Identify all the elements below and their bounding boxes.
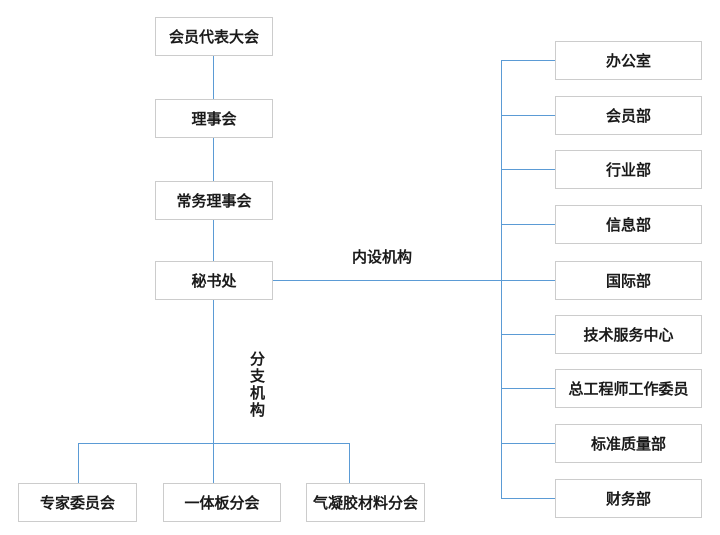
node-council: 理事会 [155, 99, 273, 138]
connector-dept-finance [501, 498, 555, 499]
connector-dept-tech-service [501, 334, 555, 335]
connector-secretariat-departments [273, 280, 555, 281]
connector-dept-membership [501, 115, 555, 116]
node-branch-expert-committee: 专家委员会 [18, 483, 137, 522]
node-dept-finance: 财务部 [555, 479, 702, 518]
node-dept-office: 办公室 [555, 41, 702, 80]
node-dept-membership: 会员部 [555, 96, 702, 135]
label-branch-organizations: 分支机构 [248, 351, 265, 419]
connector-standing-secretariat [213, 220, 214, 261]
connector-dept-office [501, 60, 555, 61]
departments-trunk-line [501, 60, 502, 499]
connector-branch-aerogel [349, 443, 350, 483]
node-standing-council: 常务理事会 [155, 181, 273, 220]
node-dept-industry: 行业部 [555, 150, 702, 189]
node-dept-information: 信息部 [555, 205, 702, 244]
connector-council-standing [213, 138, 214, 181]
node-dept-tech-service: 技术服务中心 [555, 315, 702, 354]
connector-dept-chief-engineer [501, 388, 555, 389]
connector-dept-industry [501, 169, 555, 170]
branches-horizontal-line [78, 443, 350, 444]
connector-secretariat-branches [213, 300, 214, 443]
node-member-congress: 会员代表大会 [155, 17, 273, 56]
node-dept-standards: 标准质量部 [555, 424, 702, 463]
node-dept-international: 国际部 [555, 261, 702, 300]
connector-dept-information [501, 224, 555, 225]
connector-branch-expert [78, 443, 79, 483]
node-secretariat: 秘书处 [155, 261, 273, 300]
connector-dept-standards [501, 443, 555, 444]
label-internal-departments: 内设机构 [352, 249, 413, 266]
node-branch-panel-division: 一体板分会 [163, 483, 281, 522]
node-dept-chief-engineer: 总工程师工作委员 [555, 369, 702, 408]
connector-branch-panel [213, 443, 214, 483]
connector-congress-council [213, 56, 214, 99]
node-branch-aerogel-division: 气凝胶材料分会 [306, 483, 425, 522]
